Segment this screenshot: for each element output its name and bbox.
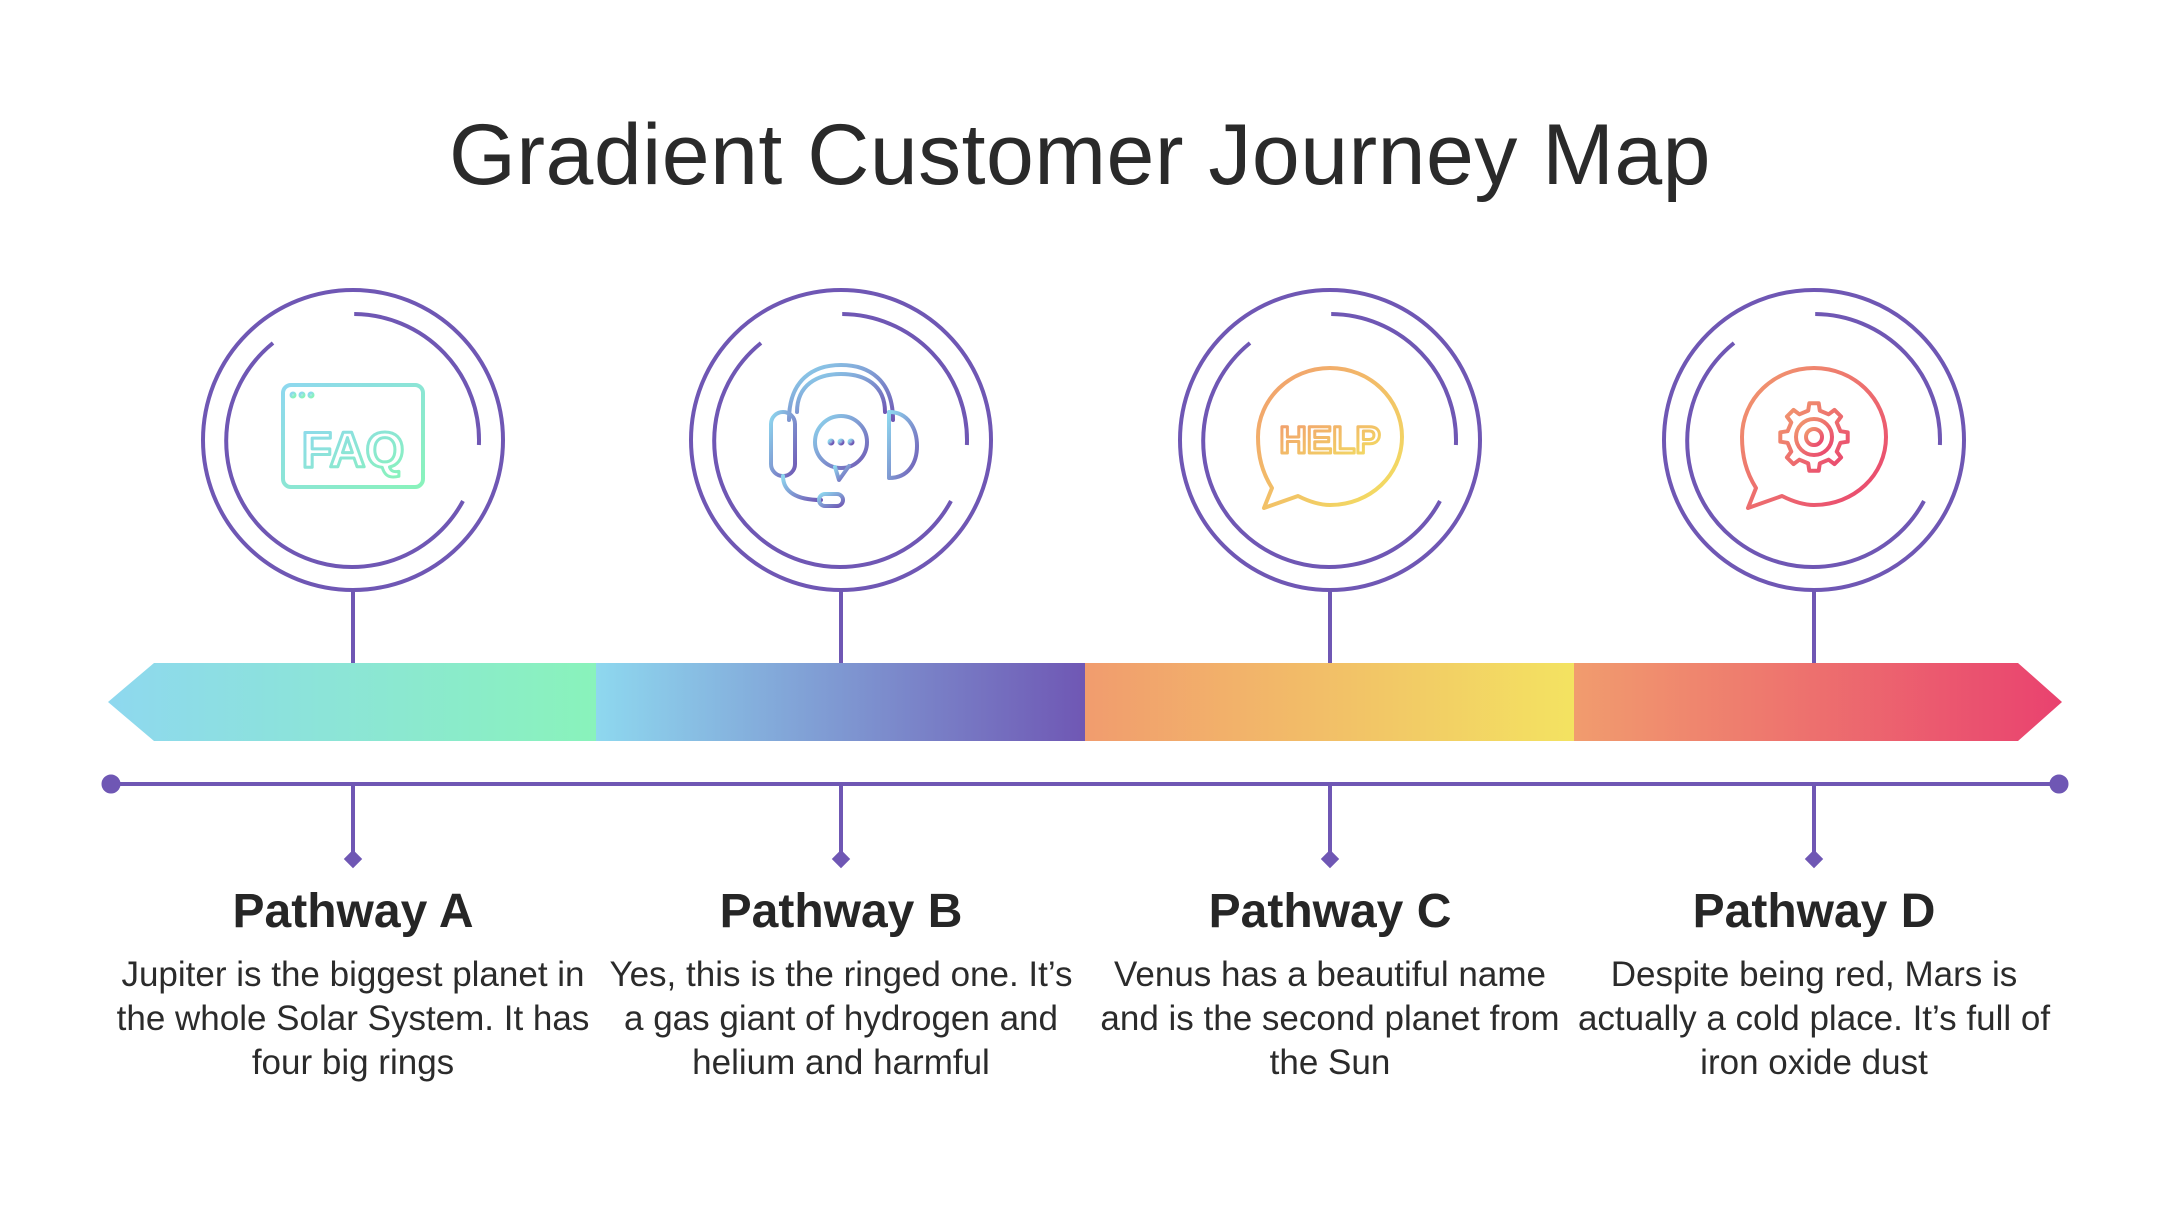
stage-d: [1662, 288, 1966, 869]
stage-d-inner-arc-bottom: [1685, 341, 1926, 569]
help-icon-text: HELP: [1279, 420, 1380, 462]
band-segment-a: [108, 663, 597, 741]
timeline-start-dot: [101, 774, 121, 794]
stage-c: HELP: [1178, 288, 1482, 869]
gear-speech-bubble-icon: [1740, 366, 1888, 510]
band-segment-d: [1574, 663, 2062, 741]
stage-c-inner-arc-top: [1331, 312, 1458, 446]
stage-b-description: Yes, this is the ringed one. It’s a gas …: [609, 955, 1073, 1083]
stage-d-heading: Pathway D: [1692, 885, 1936, 938]
stage-c-heading: Pathway C: [1208, 885, 1452, 938]
stage-a-diamond: [343, 849, 363, 869]
stage-b: [689, 288, 993, 869]
help-speech-bubble-icon: HELP: [1256, 366, 1404, 510]
faq-icon-text: FAQ: [302, 422, 405, 478]
stage-a-text: Pathway A Jupiter is the biggest planet …: [113, 884, 593, 1085]
stage-c-text: Pathway C Venus has a beautiful name and…: [1090, 884, 1570, 1085]
stage-a-heading: Pathway A: [232, 885, 474, 938]
stage-c-description: Venus has a beautiful name and is the se…: [1100, 955, 1560, 1083]
stage-d-text: Pathway D Despite being red, Mars is act…: [1574, 884, 2054, 1085]
stage-b-inner-arc-bottom: [712, 341, 953, 569]
band-segment-c: [1085, 663, 1575, 741]
stage-b-text: Pathway B Yes, this is the ringed one. I…: [601, 884, 1081, 1085]
stage-b-heading: Pathway B: [719, 885, 963, 938]
page-title: Gradient Customer Journey Map: [448, 107, 1712, 203]
timeline-end-dot: [2049, 774, 2069, 794]
faq-window-icon: FAQ: [281, 383, 425, 489]
gradient-band: [108, 663, 2062, 741]
stage-d-diamond: [1804, 849, 1824, 869]
stage-d-outer-ring: [1662, 288, 1966, 592]
stage-b-inner-arc-top: [842, 312, 969, 446]
headset-support-icon: [769, 363, 919, 508]
timeline: [101, 774, 2069, 794]
stage-d-description: Despite being red, Mars is actually a co…: [1577, 955, 2051, 1083]
stage-c-diamond: [1320, 849, 1340, 869]
stage-a-inner-arc-top: [354, 312, 481, 446]
stage-a-description: Jupiter is the biggest planet in the who…: [116, 955, 590, 1083]
stage-a: FAQ: [201, 288, 505, 869]
stage-a-inner-arc-bottom: [224, 341, 465, 569]
stage-d-inner-arc-top: [1815, 312, 1942, 446]
stage-c-inner-arc-bottom: [1201, 341, 1442, 569]
band-segment-b: [596, 663, 1086, 741]
stage-b-diamond: [831, 849, 851, 869]
